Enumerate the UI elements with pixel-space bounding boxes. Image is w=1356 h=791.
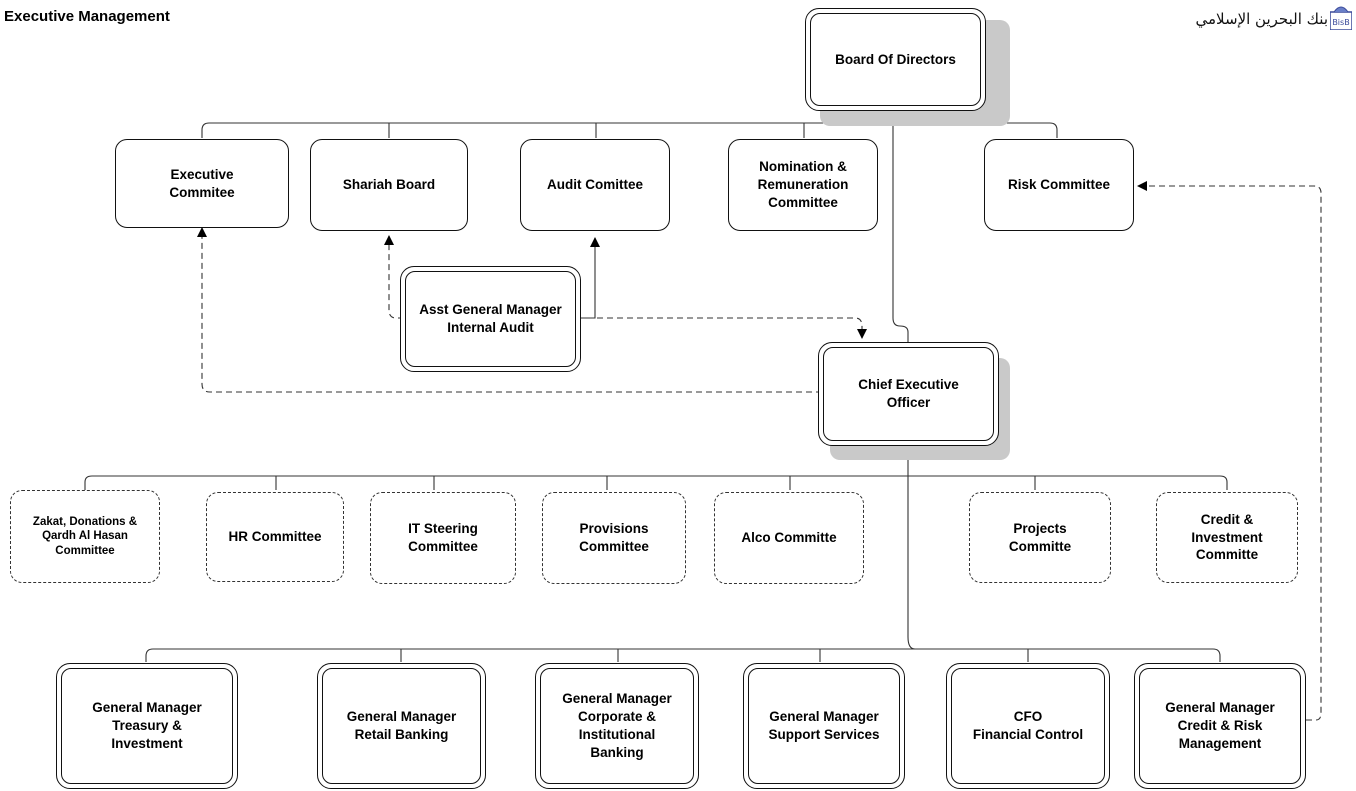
credit-investment-committee-node[interactable]: Credit & Investment Committe bbox=[1156, 492, 1298, 583]
projects-committee-node[interactable]: Projects Committe bbox=[969, 492, 1111, 583]
bank-logo-icon: BisB bbox=[1330, 6, 1352, 30]
cfo-financial-control-node[interactable]: CFO Financial Control bbox=[946, 663, 1110, 789]
internal-audit-node[interactable]: Asst General Manager Internal Audit bbox=[400, 266, 581, 372]
risk-committee-node[interactable]: Risk Committee bbox=[984, 139, 1134, 231]
gm-support-services-node[interactable]: General Manager Support Services bbox=[743, 663, 905, 789]
ceo-to-exec-committee-dashed bbox=[197, 227, 822, 393]
hr-committee-node[interactable]: HR Committee bbox=[206, 492, 344, 582]
nomination-remuneration-committee-node[interactable]: Nomination & Remuneration Committee bbox=[728, 139, 878, 231]
svg-text:BisB: BisB bbox=[1332, 18, 1349, 27]
executive-committee-node[interactable]: Executive Commitee bbox=[115, 139, 289, 228]
page-title: Executive Management bbox=[4, 8, 170, 25]
logo-text: بنك البحرين الإسلامي bbox=[1195, 10, 1328, 28]
gm-retail-banking-node[interactable]: General Manager Retail Banking bbox=[317, 663, 486, 789]
alco-committee-node[interactable]: Alco Committe bbox=[714, 492, 864, 584]
ceo-node[interactable]: Chief Executive Officer bbox=[818, 342, 999, 446]
gm-treasury-investment-node[interactable]: General Manager Treasury & Investment bbox=[56, 663, 238, 789]
ceo-to-board-line bbox=[888, 111, 909, 343]
credit-risk-to-risk-committee-dashed bbox=[1137, 181, 1322, 721]
zakat-committee-node[interactable]: Zakat, Donations & Qardh Al Hasan Commit… bbox=[10, 490, 160, 583]
provisions-committee-node[interactable]: Provisions Committee bbox=[542, 492, 686, 584]
board-of-directors-node[interactable]: Board Of Directors bbox=[805, 8, 986, 111]
shariah-board-node[interactable]: Shariah Board bbox=[310, 139, 468, 231]
committee-bus-line bbox=[201, 122, 1058, 138]
gm-credit-risk-node[interactable]: General Manager Credit & Risk Management bbox=[1134, 663, 1306, 789]
audit-committee-node[interactable]: Audit Comittee bbox=[520, 139, 670, 231]
it-steering-committee-node[interactable]: IT Steering Committee bbox=[370, 492, 516, 584]
gm-corporate-institutional-node[interactable]: General Manager Corporate & Institutiona… bbox=[535, 663, 699, 789]
